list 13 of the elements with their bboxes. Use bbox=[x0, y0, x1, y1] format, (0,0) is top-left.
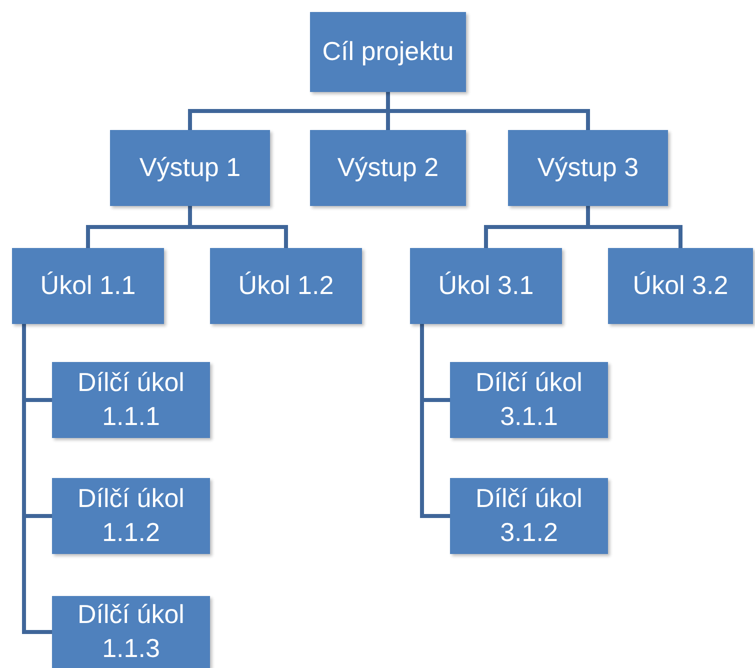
task-box: Výstup 2 bbox=[310, 130, 466, 206]
task-box: Dílčí úkol 1.1.3 bbox=[52, 596, 210, 668]
task-box: Výstup 3 bbox=[508, 130, 668, 206]
task-box: Dílčí úkol 1.1.2 bbox=[52, 478, 210, 554]
task-box: Dílčí úkol 3.1.2 bbox=[450, 478, 608, 554]
task-box: Cíl projektu bbox=[310, 12, 466, 92]
task-box: Dílčí úkol 3.1.1 bbox=[450, 362, 608, 438]
task-box: Úkol 1.2 bbox=[210, 248, 362, 324]
task-box: Úkol 3.1 bbox=[410, 248, 562, 324]
task-box: Úkol 1.1 bbox=[12, 248, 164, 324]
task-box: Výstup 1 bbox=[110, 130, 270, 206]
task-box: Dílčí úkol 1.1.1 bbox=[52, 362, 210, 438]
task-box: Úkol 3.2 bbox=[608, 248, 753, 324]
